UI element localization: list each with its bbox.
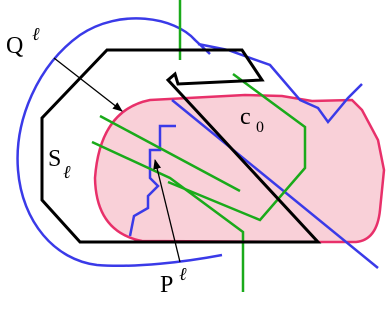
label-p: P — [160, 272, 173, 298]
label-p-sup: ℓ — [179, 264, 187, 284]
pink-region-p — [93, 93, 386, 244]
label-q: Q — [6, 33, 23, 59]
label-s: S — [48, 146, 61, 172]
label-c: c — [240, 104, 251, 130]
black-polygon-s — [40, 48, 322, 244]
blue-staircase-notch — [128, 124, 176, 237]
arrow-p — [153, 159, 181, 263]
label-q-sup: ℓ — [32, 24, 40, 44]
green-line-2 — [99, 114, 241, 193]
blue-outer-curve — [16, 17, 223, 268]
blue-diagonal-line — [171, 99, 379, 269]
arrow-q — [53, 57, 123, 112]
blue-upper-right-curve — [197, 42, 363, 125]
green-line-1 — [167, 72, 307, 222]
label-s-sub: ℓ — [63, 162, 71, 182]
label-c-sub: 0 — [256, 119, 264, 136]
green-line-3 — [91, 140, 245, 292]
